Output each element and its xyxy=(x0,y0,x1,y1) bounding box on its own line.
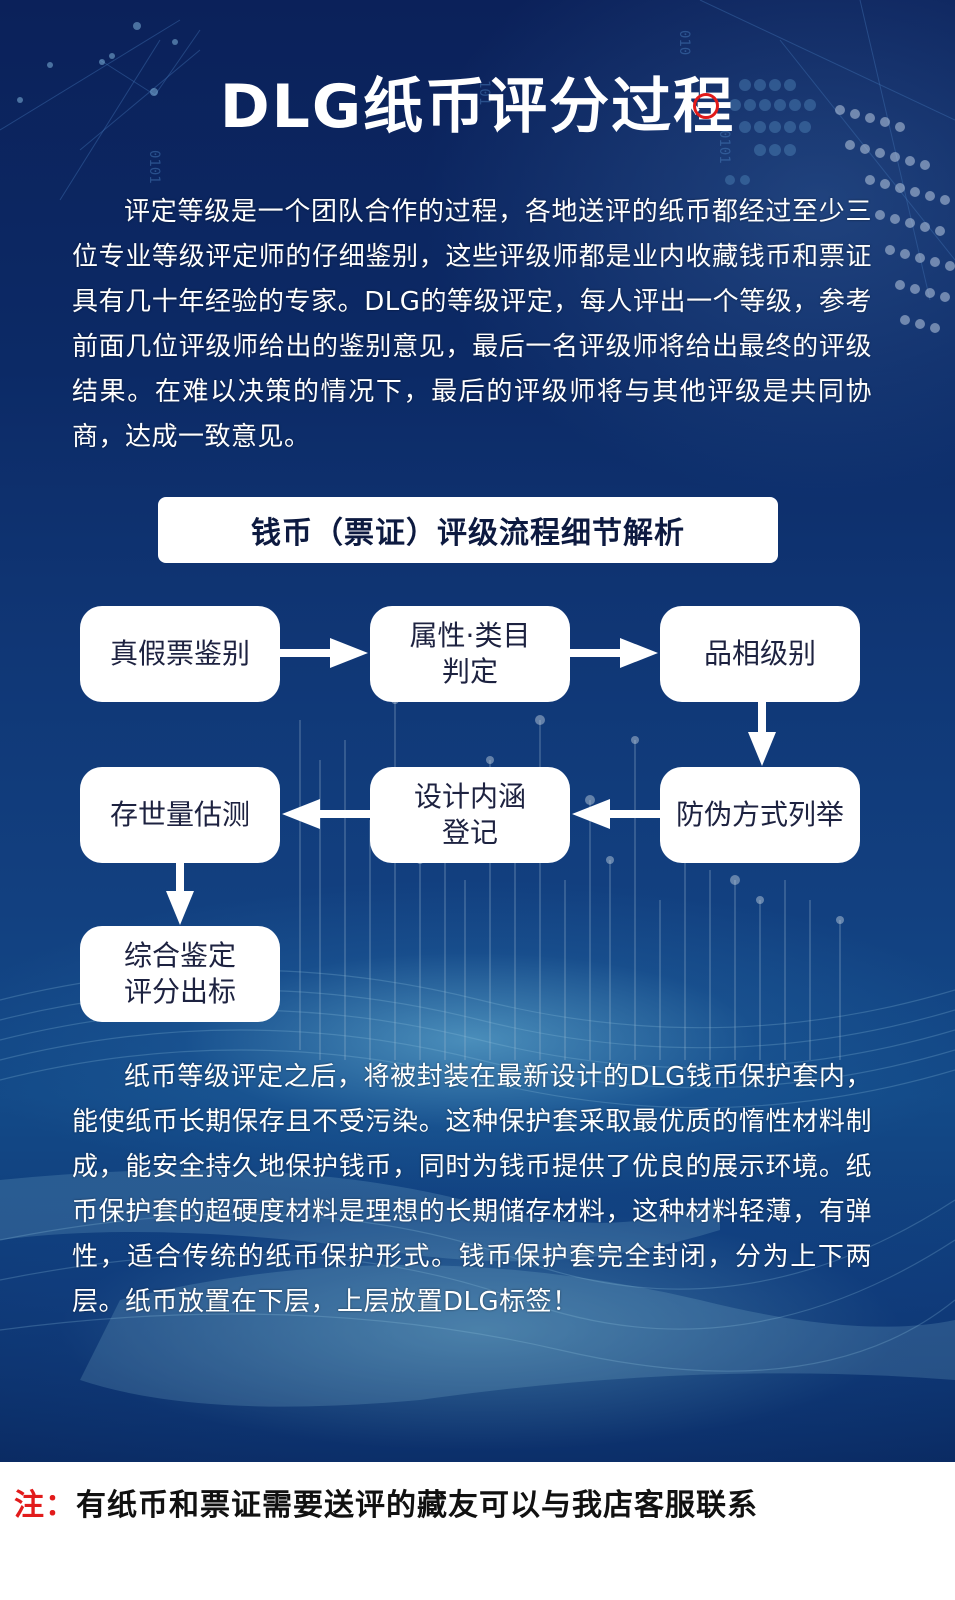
flow-step-label: 防伪方式列举 xyxy=(675,798,844,831)
poster-background: 0101 010 0101 101 xyxy=(0,0,955,1462)
flow-step-label: 品相级别 xyxy=(703,637,816,670)
flow-step-anti-counterfeit: 防伪方式列举 xyxy=(660,767,860,863)
flow-step-label: 设计内涵 xyxy=(413,780,526,813)
arrow-right-icon xyxy=(570,638,658,668)
flow-step-label: 属性·类目 xyxy=(409,619,531,652)
contact-note: 注：有纸币和票证需要送评的藏友可以与我店客服联系 xyxy=(14,1480,758,1524)
flow-step-label: 存世量估测 xyxy=(109,798,250,831)
note-text: 有纸币和票证需要送评的藏友可以与我店客服联系 xyxy=(76,1488,758,1523)
flow-step-label: 真假票鉴别 xyxy=(109,637,250,670)
svg-text:010: 010 xyxy=(676,30,692,55)
flow-step-design-registration: 设计内涵 登记 xyxy=(370,767,570,863)
flow-step-label: 综合鉴定 xyxy=(123,939,236,972)
arrow-left-icon xyxy=(282,799,370,829)
flow-step-label: 判定 xyxy=(441,655,498,688)
svg-text:0101: 0101 xyxy=(716,130,732,164)
page-title: DLG纸币评分过程 xyxy=(219,72,736,142)
flow-step-condition-grade: 品相级别 xyxy=(660,606,860,702)
arrow-left-icon xyxy=(572,799,660,829)
arrow-down-icon xyxy=(748,702,776,766)
closing-paragraph: 纸币等级评定之后，将被封装在最新设计的DLG钱币保护套内，能使纸币长期保存且不受… xyxy=(72,1062,872,1317)
svg-text:0101: 0101 xyxy=(146,150,162,184)
red-circle-mark-icon xyxy=(693,93,719,119)
tech-network-background-graphic: 0101 010 0101 101 xyxy=(0,0,955,1407)
arrow-down-icon xyxy=(166,863,194,925)
section-heading: 钱币（票证）评级流程细节解析 xyxy=(158,497,778,563)
flow-step-label: 登记 xyxy=(441,816,498,849)
svg-text:101: 101 xyxy=(476,80,492,105)
flow-step-label: 评分出标 xyxy=(123,975,236,1008)
flow-step-final-grading: 综合鉴定 评分出标 xyxy=(80,926,280,1022)
note-label: 注： xyxy=(14,1488,76,1523)
flow-step-attribute-category: 属性·类目 判定 xyxy=(370,606,570,702)
flow-step-authenticity: 真假票鉴别 xyxy=(80,606,280,702)
arrow-right-icon xyxy=(280,638,368,668)
flow-step-survival-estimate: 存世量估测 xyxy=(80,767,280,863)
intro-paragraph: 评定等级是一个团队合作的过程，各地送评的纸币都经过至少三位专业等级评定师的仔细鉴… xyxy=(72,197,872,452)
